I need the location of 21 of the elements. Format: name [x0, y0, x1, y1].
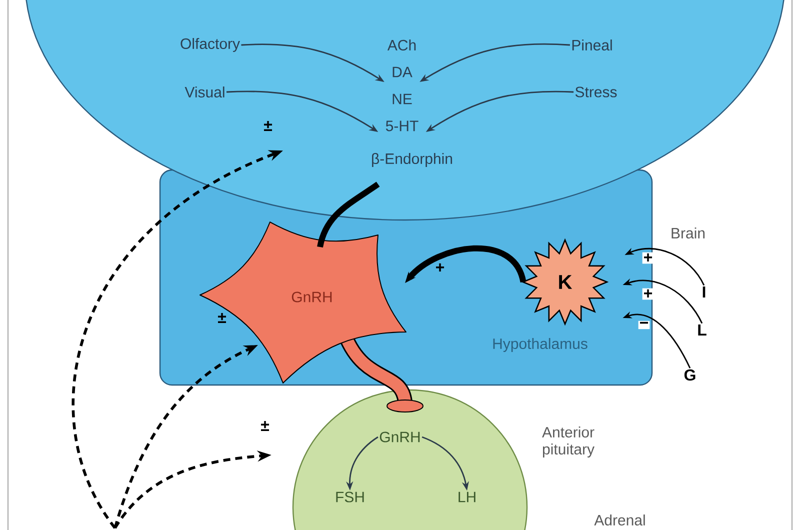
edge-label: ± [262, 120, 274, 132]
input-label: Visual [184, 86, 224, 98]
transmitter-label: β-Endorphin [372, 153, 452, 167]
hormone-label: LH [458, 492, 476, 502]
transmitter-label: DA [392, 66, 412, 78]
region-label: Brain [672, 228, 705, 238]
region-label: Anterior pituitary [542, 426, 594, 458]
region-label: Adrenal [594, 514, 645, 526]
hormone-label: FSH [336, 492, 364, 502]
input-label: Pineal [572, 40, 612, 50]
edge-label: ± [216, 312, 228, 324]
input-label: Olfactory [180, 38, 240, 52]
transmitter-label: NE [392, 94, 412, 104]
factor-label: I [702, 286, 706, 298]
factor-label: L [698, 324, 706, 336]
transmitter-label: ACh [387, 40, 416, 50]
transmitter-label: 5-HT [386, 120, 418, 132]
edge-label: ± [260, 420, 270, 432]
factor-label: G [684, 369, 696, 381]
hormone-label: GnRH [380, 432, 420, 442]
input-label: Stress [575, 86, 617, 98]
